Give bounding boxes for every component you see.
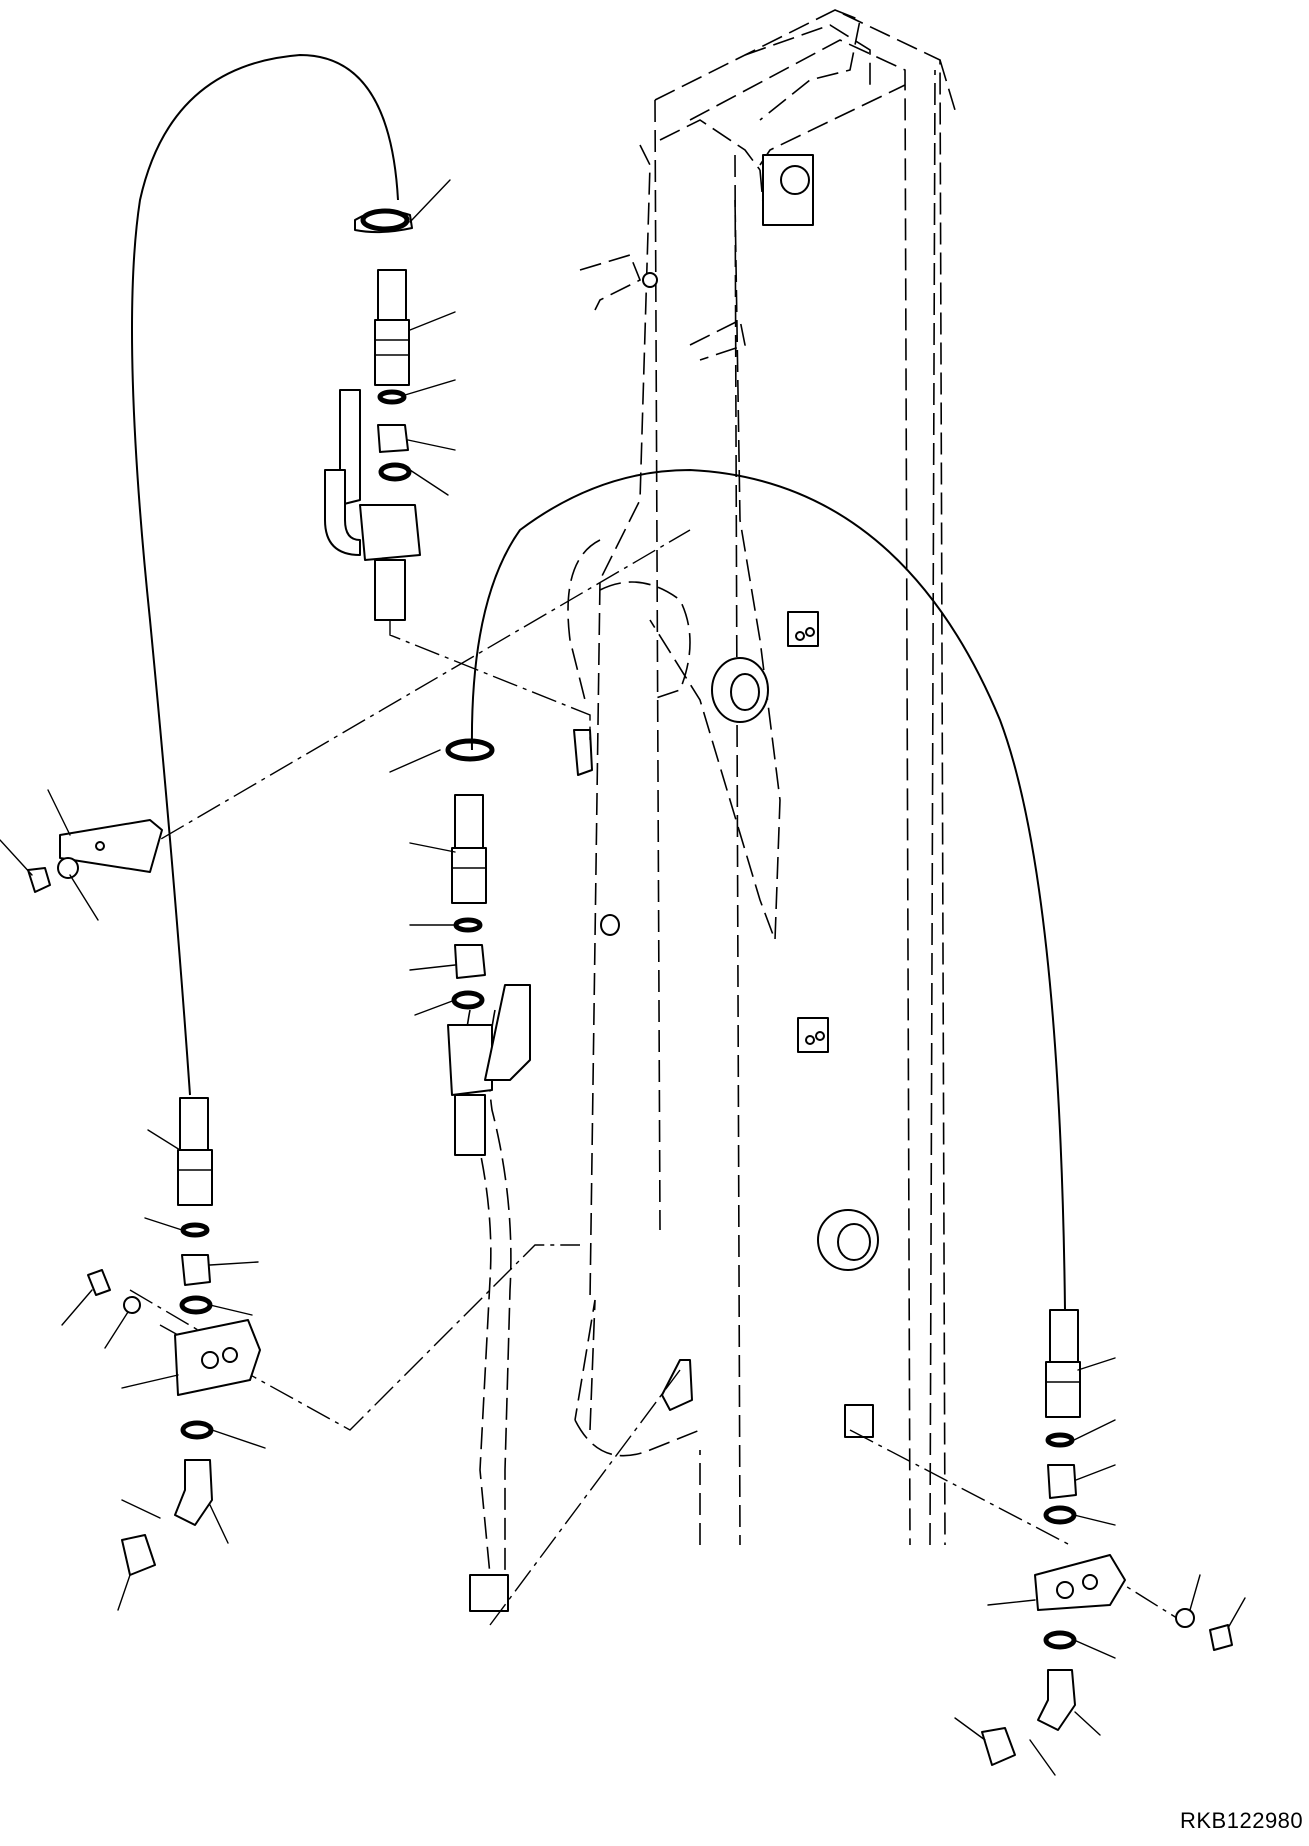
lower-left-fitting-stack — [87, 1097, 261, 1576]
lower-right-fitting-stack — [981, 1309, 1233, 1766]
assembly-lines — [124, 529, 1181, 1626]
upper-fitting-stack — [324, 208, 421, 621]
drawing-code: RKB122980 — [1180, 1808, 1304, 1833]
boom-structure — [464, 9, 956, 1576]
boom-bosses — [469, 154, 879, 1612]
hose-lines — [131, 53, 1066, 1311]
callout-leaders — [0, 179, 1246, 1776]
left-bracket — [27, 819, 163, 893]
middle-fitting-stack — [445, 738, 531, 1156]
